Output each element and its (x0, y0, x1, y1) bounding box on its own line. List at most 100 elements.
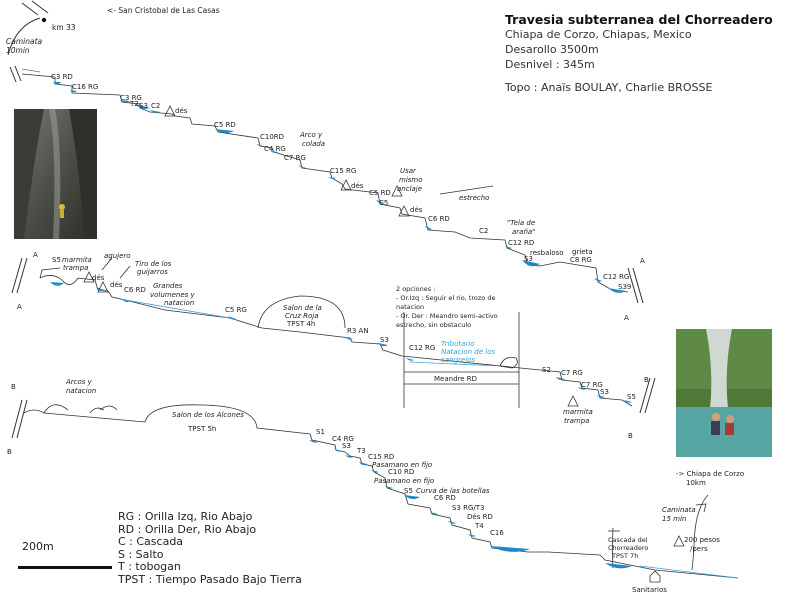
label-c5: C5 (379, 199, 388, 207)
option-box (403, 312, 520, 408)
label-pesos-2: /pers (690, 545, 708, 553)
scale-label: 200m (22, 540, 54, 553)
label-des-1: dés (175, 107, 188, 115)
label-usar-2: mismo (399, 176, 423, 184)
label-s5c: S5 (404, 487, 413, 495)
label-s39: S39 (618, 283, 631, 291)
label-opciones-2: - Or.Izq : Seguir el rio, trozo de (396, 294, 495, 302)
marker-b-right (639, 377, 656, 414)
label-c7rg-3: C7 RG (581, 381, 603, 389)
marker-b-right-top: B (644, 376, 649, 384)
label-to-chiapa-1: -> Chiapa de Corzo (676, 470, 744, 478)
warning-triangle-3 (673, 535, 685, 547)
label-des-3: dés (410, 206, 423, 214)
scale-bar (18, 566, 112, 569)
label-tributario-3: cangrejos (441, 356, 475, 364)
section-2-profile (39, 267, 633, 407)
label-resbaloso: resbaloso (530, 249, 564, 257)
label-c7rg-2: C7 RG (561, 369, 583, 377)
label-opciones-3: natacion (396, 303, 424, 311)
label-des-5: dés (110, 281, 123, 289)
label-desrd: Dés RD (467, 513, 493, 521)
label-agujero: agujero (104, 252, 131, 260)
map-development: Desarollo 3500m (505, 43, 599, 56)
label-des-4: dés (92, 274, 105, 282)
label-grandes-2: volumenes y (150, 291, 196, 299)
label-r3an: R3 AN (347, 327, 369, 335)
label-to-chiapa-2: 10km (686, 479, 706, 487)
legend-item: RG : Orilla Izq, Rio Abajo (118, 510, 253, 523)
label-s2: S2 (542, 366, 551, 374)
label-c10rd-2: C10 RD (388, 468, 414, 476)
label-arcos-2: natacion (66, 387, 96, 395)
label-c12rg: C12 RG (603, 273, 629, 281)
label-c3rg: C3 RG (120, 94, 142, 102)
label-usar-3: anclaje (397, 185, 422, 193)
map-depth: Desnivel : 345m (505, 58, 595, 71)
marker-b-left-top: B (11, 383, 16, 391)
label-marmita-1: marmita (62, 256, 92, 264)
map-title: Travesia subterranea del Chorreadero (505, 12, 773, 27)
marker-a-right-top: A (640, 257, 645, 265)
label-estrecho: estrecho (459, 194, 489, 202)
label-caminata-2: 15 min (662, 515, 686, 523)
legend-item: C : Cascada (118, 535, 184, 549)
label-c5rd: C5 RD (214, 121, 236, 129)
label-t3: T3 (356, 447, 366, 455)
label-cascada-1: Cascada del (608, 536, 648, 544)
label-s3: S3 (139, 102, 148, 110)
label-usar-1: Usar (400, 167, 417, 175)
label-salon-cruz-3: TPST 4h (286, 320, 315, 328)
label-sanitarios: Sanitarios (632, 586, 667, 594)
label-c6rd-3: C6 RD (434, 494, 456, 502)
label-c10rd: C10RD (260, 133, 284, 141)
label-arcos-1: Arcos y (65, 378, 93, 386)
label-c5rd-2: C5 RD (369, 189, 391, 197)
label-c5rg: C5 RG (225, 306, 247, 314)
arrows-section-2 (101, 257, 131, 279)
label-arco-2: colada (302, 140, 325, 148)
label-c4rg-2: C4 RG (332, 435, 354, 443)
label-s3d: S3 (600, 388, 609, 396)
label-marmita-2: marmita (563, 408, 593, 416)
label-tributario-2: Natacion de los (441, 348, 496, 356)
section-1-labels: C3 RD C16 RG C3 RG T2 S3 C2 dés C5 RD C1… (51, 73, 631, 291)
label-meandro: Meandre RD (434, 375, 477, 383)
map-authors: Topo : Anaïs BOULAY, Charlie BROSSE (505, 81, 713, 94)
label-s5b: S5 (627, 393, 636, 401)
label-cascada-2: Chorreadero (608, 544, 648, 552)
label-pesos-1: 200 pesos (684, 536, 720, 544)
exit-path (691, 494, 709, 571)
title-block: Travesia subterranea del Chorreadero Chi… (505, 12, 785, 95)
legend-item: T : tobogan (118, 560, 181, 574)
main-river-3 (639, 565, 739, 579)
label-salon-cruz-2: Cruz Roja (285, 312, 318, 320)
label-s5: S5 (52, 256, 61, 264)
label-caminata-1: Caminata (662, 506, 696, 514)
main-river-2 (124, 299, 501, 367)
label-tiro-1: Tiro de los (135, 260, 172, 268)
canyon-photo (14, 109, 97, 239)
label-c6rd: C6 RD (428, 215, 450, 223)
km33-label: km 33 (52, 23, 76, 32)
label-c2: C2 (151, 102, 160, 110)
label-c16rg: C16 RG (72, 83, 98, 91)
estrecho-line (439, 185, 494, 195)
legend-item: RD : Orilla Der, Rio Abajo (118, 522, 257, 536)
label-trampa-1: trampa (63, 264, 88, 272)
marker-b-left-bottom: B (7, 448, 12, 456)
section-3-labels: Arcos y natacion Salon de los Alcones TP… (65, 378, 744, 594)
legend: RG : Orilla Izq, Rio Abajo RD : Orilla D… (118, 510, 302, 587)
label-c4rg: C4 RG (264, 145, 286, 153)
label-c15rg: C15 RG (330, 167, 356, 175)
label-c8rg: C8 RG (570, 256, 592, 264)
label-trampa-2: trampa (564, 417, 589, 425)
label-tela-1: "Tela de (507, 219, 535, 227)
label-s1: S1 (316, 428, 325, 436)
label-c12rd: C12 RD (508, 239, 534, 247)
label-pasamano-1: Pasamano en fijo (372, 461, 432, 469)
label-c12rg-2: C12 RG (409, 344, 435, 352)
sanitarios-hut-icon (649, 570, 661, 583)
label-tela-2: araña" (512, 228, 535, 236)
